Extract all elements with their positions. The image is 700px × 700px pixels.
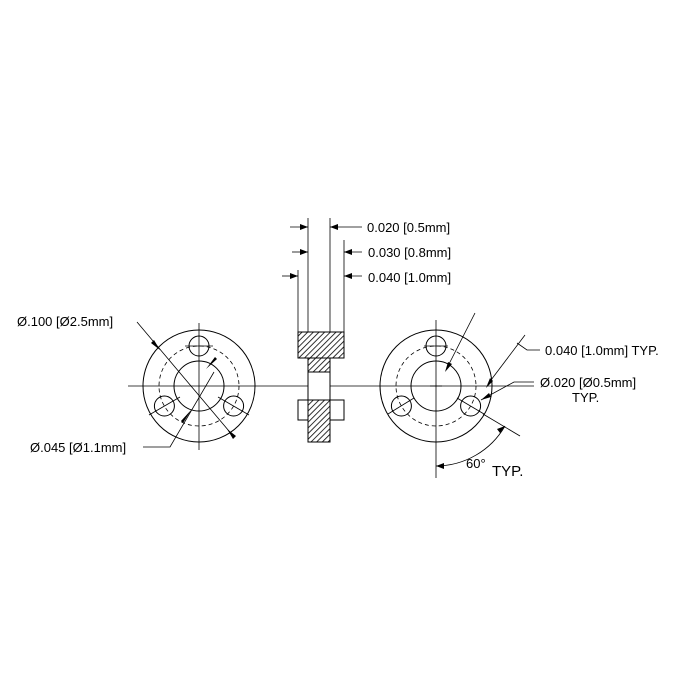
outer-diameter-label: Ø.100 [Ø2.5mm] [17, 314, 113, 329]
bolt-circle-label: 0.040 [1.0mm] TYP. [545, 343, 659, 358]
angle-dimension [435, 413, 521, 469]
right-hole-bl-axis [387, 397, 415, 415]
thickness-label-1: 0.020 [0.5mm] [367, 220, 450, 235]
left-hole-bottom-right [223, 395, 245, 417]
thickness-dim-2 [292, 249, 362, 255]
section-bottom-flange-right [329, 399, 345, 421]
section-top-hub [307, 357, 331, 373]
right-hole-bottom-right [460, 395, 482, 417]
section-bore-gap [307, 371, 331, 401]
hole-diameter-leader [480, 381, 534, 401]
outer-diameter-leader [136, 321, 236, 439]
angle-typ-label: TYP. [492, 463, 523, 480]
thickness-extension-lines [297, 218, 345, 332]
side-section-view [297, 331, 345, 443]
left-hole-bl-axis [148, 396, 181, 416]
hole-diameter-label-line2: TYP. [572, 390, 599, 405]
right-bolt-circle [395, 345, 477, 427]
right-hole-br-axis [456, 397, 485, 415]
left-hole-br-axis [217, 396, 250, 416]
left-hole-bottom-left [153, 395, 175, 417]
left-bolt-circle [158, 345, 240, 427]
thickness-label-2: 0.030 [0.8mm] [368, 245, 451, 260]
section-bottom-hub [307, 399, 331, 443]
thickness-label-3: 0.040 [1.0mm] [368, 270, 451, 285]
thickness-dim-3 [282, 273, 362, 279]
bore-diameter-leader [143, 357, 217, 448]
section-top-flange [297, 331, 345, 359]
thickness-dim-1 [290, 224, 362, 230]
bolt-circle-leader [445, 312, 540, 388]
hole-diameter-label-line1: Ø.020 [Ø0.5mm] [540, 375, 636, 390]
section-bottom-flange-left [297, 399, 309, 421]
left-front-view [142, 323, 256, 450]
bore-diameter-label: Ø.045 [Ø1.1mm] [30, 440, 126, 455]
right-front-view [379, 320, 493, 478]
angle-label: 60° [466, 456, 486, 471]
right-hole-bottom-left [390, 395, 412, 417]
